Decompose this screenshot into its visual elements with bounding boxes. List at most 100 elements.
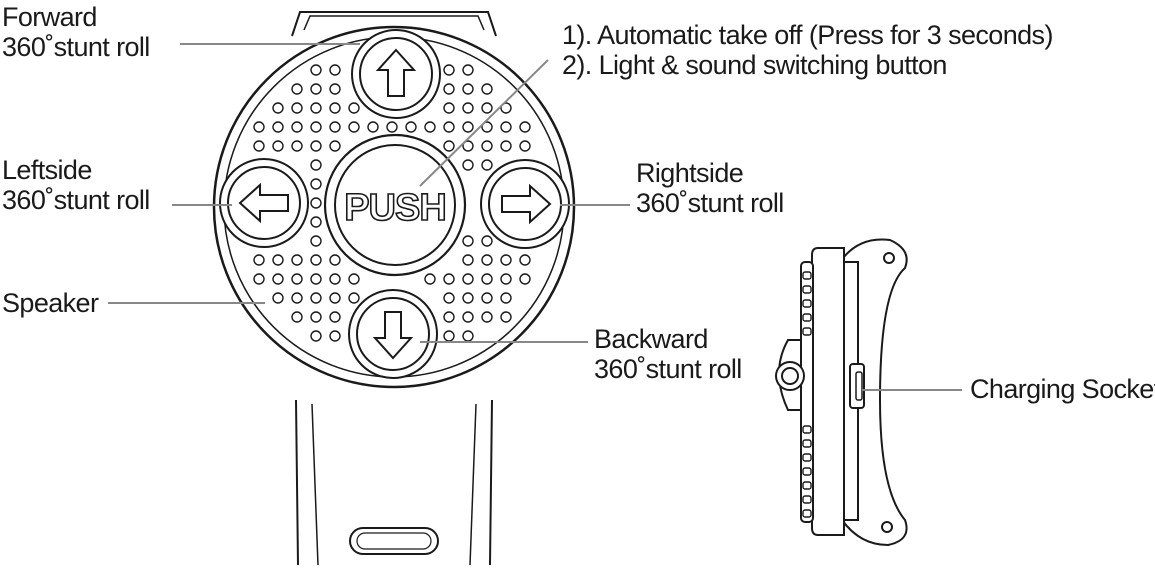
speaker-hole xyxy=(291,83,303,95)
speaker-hole xyxy=(348,102,360,114)
forward-label-line1: Forward xyxy=(2,2,97,32)
speaker-hole xyxy=(462,235,474,247)
speaker-hole xyxy=(500,254,512,266)
backward-button[interactable] xyxy=(348,289,438,379)
speaker-hole xyxy=(272,102,284,114)
speaker-hole xyxy=(272,121,284,133)
speaker-hole xyxy=(310,102,322,114)
speaker-hole xyxy=(519,140,531,152)
speaker-hole xyxy=(443,292,455,304)
push-button[interactable]: PUSH xyxy=(323,133,467,277)
speaker-hole xyxy=(310,121,322,133)
speaker-hole xyxy=(348,121,360,133)
speaker-hole xyxy=(462,121,474,133)
forward-button[interactable] xyxy=(351,29,441,119)
side-vent-slot xyxy=(802,299,812,308)
leftside-button[interactable] xyxy=(219,158,309,248)
speaker-hole xyxy=(329,102,341,114)
push-function-line1: 1). Automatic take off (Press for 3 seco… xyxy=(562,20,1053,50)
speaker-hole xyxy=(310,64,322,76)
speaker-hole xyxy=(367,121,379,133)
speaker-hole xyxy=(310,178,322,190)
speaker-hole xyxy=(310,216,322,228)
speaker-hole xyxy=(481,159,493,171)
speaker-hole xyxy=(310,292,322,304)
speaker-hole xyxy=(481,311,493,323)
arrow-right-icon xyxy=(501,183,552,225)
speaker-hole xyxy=(500,311,512,323)
speaker-hole xyxy=(519,121,531,133)
speaker-hole xyxy=(481,102,493,114)
speaker-hole xyxy=(310,197,322,209)
speaker-hole xyxy=(253,273,265,285)
speaker-hole xyxy=(443,102,455,114)
speaker-hole xyxy=(329,273,341,285)
speaker-holes xyxy=(253,64,531,342)
speaker-hole xyxy=(291,140,303,152)
side-strap xyxy=(838,238,908,547)
speaker-label: Speaker xyxy=(2,288,99,318)
speaker-hole xyxy=(424,121,436,133)
side-vent-slot xyxy=(802,481,812,490)
rightside-label: Rightside 360˚stunt roll xyxy=(636,158,784,218)
speaker-hole xyxy=(291,292,303,304)
speaker-hole xyxy=(462,292,474,304)
push-function-label: 1). Automatic take off (Press for 3 seco… xyxy=(562,20,1053,80)
side-vent-slot xyxy=(802,509,812,518)
speaker-hole xyxy=(481,140,493,152)
speaker-hole xyxy=(443,83,455,95)
forward-label-line2: 360˚stunt roll xyxy=(2,32,150,62)
speaker-hole xyxy=(348,292,360,304)
side-vent-slot xyxy=(802,327,812,336)
rightside-button[interactable] xyxy=(480,159,570,249)
speaker-hole xyxy=(519,273,531,285)
speaker-hole xyxy=(329,83,341,95)
side-vent-slot xyxy=(802,453,812,462)
speaker-hole xyxy=(272,254,284,266)
backward-label: Backward 360˚stunt roll xyxy=(594,324,742,384)
side-vent-slot xyxy=(802,495,812,504)
speaker-hole xyxy=(462,159,474,171)
speaker-hole xyxy=(481,235,493,247)
leftside-label: Leftside 360˚stunt roll xyxy=(2,155,150,215)
speaker-hole xyxy=(481,121,493,133)
arrow-up-icon xyxy=(375,48,417,97)
speaker-hole xyxy=(462,330,474,342)
charging-socket-label-line1: Charging Socket xyxy=(970,374,1155,404)
speaker-hole xyxy=(462,254,474,266)
speaker-hole xyxy=(481,292,493,304)
speaker-hole xyxy=(253,140,265,152)
side-vent-slot xyxy=(802,425,812,434)
speaker-hole xyxy=(329,330,341,342)
bottom-strap xyxy=(295,399,493,566)
rightside-label-line1: Rightside xyxy=(636,158,744,188)
leftside-label-line1: Leftside xyxy=(2,155,92,185)
speaker-hole xyxy=(405,121,417,133)
arrow-down-icon xyxy=(372,311,414,360)
speaker-hole xyxy=(310,311,322,323)
speaker-hole xyxy=(500,140,512,152)
speaker-hole xyxy=(348,273,360,285)
speaker-hole xyxy=(500,102,512,114)
side-vent-slot xyxy=(802,439,812,448)
push-function-line2: 2). Light & sound switching button xyxy=(562,50,947,80)
leader-lines xyxy=(108,43,962,391)
speaker-hole xyxy=(272,292,284,304)
speaker-hole xyxy=(443,330,455,342)
speaker-hole xyxy=(481,254,493,266)
speaker-hole xyxy=(310,140,322,152)
speaker-hole xyxy=(462,102,474,114)
arrow-left-icon xyxy=(238,182,289,224)
speaker-hole xyxy=(329,311,341,323)
side-vent-slot xyxy=(802,285,812,294)
speaker-hole xyxy=(291,102,303,114)
push-button-label: PUSH xyxy=(344,187,446,229)
speaker-hole xyxy=(443,64,455,76)
speaker-hole xyxy=(443,273,455,285)
speaker-hole xyxy=(291,254,303,266)
speaker-hole xyxy=(500,292,512,304)
speaker-hole xyxy=(424,273,436,285)
speaker-hole xyxy=(462,311,474,323)
